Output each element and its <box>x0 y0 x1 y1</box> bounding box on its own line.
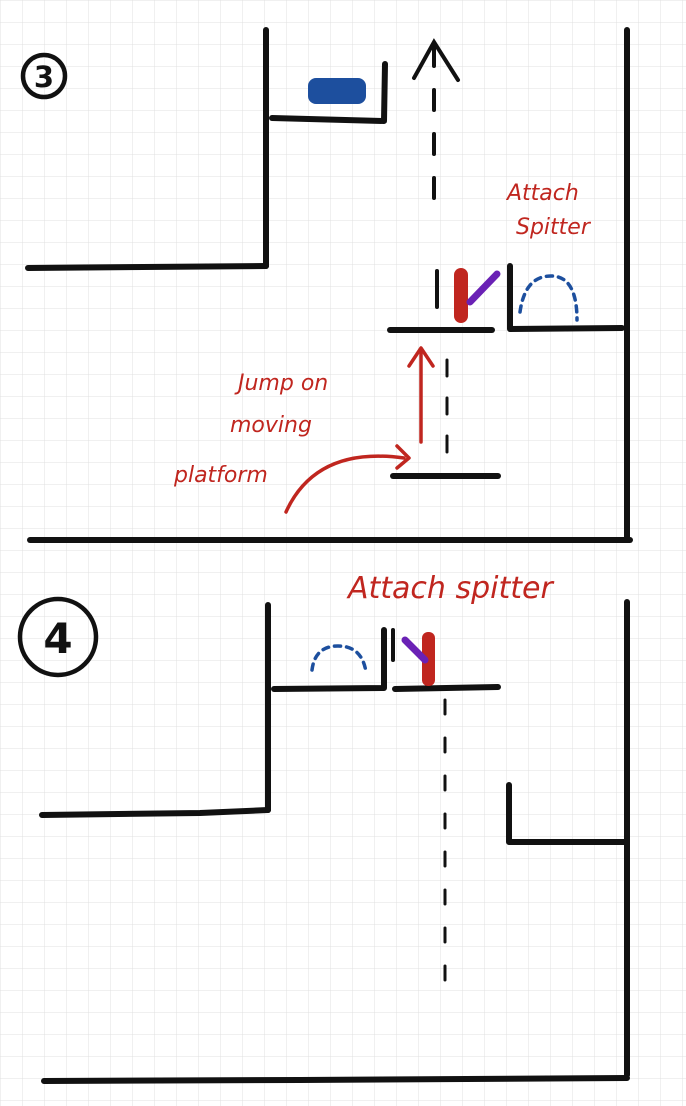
jump-arrows <box>284 346 435 514</box>
spitter-barrel-4 <box>401 636 429 664</box>
attach-spitter-label-line1: Attach <box>505 181 579 206</box>
upper-shelf <box>269 61 388 124</box>
left-step-floor <box>39 807 271 818</box>
jump-label-line1: Jump on <box>234 371 328 396</box>
left-floor-ledge <box>25 263 269 271</box>
spit-arc-dashed <box>518 274 579 322</box>
jump-label-line2: moving <box>230 413 312 438</box>
panel-3-walls <box>25 27 633 543</box>
blue-block <box>308 78 366 104</box>
spitter-body <box>454 268 468 323</box>
spitter-barrel <box>466 270 501 306</box>
panel-4: 4 Attach spitter <box>17 571 630 1084</box>
attach-spitter-label: Attach spitter <box>346 571 554 606</box>
right-step <box>506 782 628 845</box>
panel-4-walls <box>39 599 630 1084</box>
spitter-body-4 <box>422 632 435 686</box>
vertical-path <box>412 38 460 466</box>
spitter-slot <box>507 263 625 332</box>
panel-4-number: 4 <box>43 614 72 663</box>
spit-arc-dashed-4 <box>310 644 368 674</box>
shelf-with-spit <box>271 627 387 692</box>
attach-spitter-label-line2: Spitter <box>516 215 592 240</box>
curved-arrow-head <box>395 444 411 470</box>
panel-3-labels: Attach Spitter Jump on moving platform <box>173 181 592 488</box>
ground-floor-4 <box>41 1075 630 1084</box>
panel-3-number: 3 <box>34 60 54 94</box>
curved-arrow <box>284 454 406 514</box>
panel-3-number-circle <box>20 52 68 100</box>
arrow-up-head <box>412 38 460 82</box>
panel-4-number-circle <box>17 596 99 678</box>
jump-label-line3: platform <box>173 463 268 488</box>
panel-3: 3 Attach Spitt <box>20 27 633 543</box>
up-arrow-head <box>407 346 435 368</box>
spitter-platform <box>392 684 501 692</box>
